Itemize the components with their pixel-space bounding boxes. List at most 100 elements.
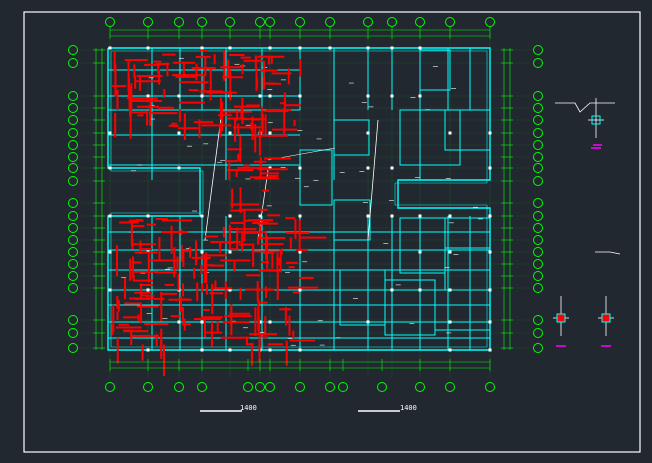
- column: [488, 320, 492, 324]
- grid-bubble-right: [533, 315, 543, 325]
- column: [108, 46, 112, 50]
- column: [268, 166, 272, 170]
- grid-bubble-bottom: [197, 382, 207, 392]
- grid-bubble-top: [485, 17, 495, 27]
- column: [298, 288, 302, 292]
- scale-bar-left: 1400: [200, 404, 257, 412]
- column: [298, 214, 302, 218]
- column: [448, 131, 452, 135]
- column: [366, 131, 370, 135]
- column: [298, 250, 302, 254]
- title-frame: [23, 11, 641, 453]
- grid-bubble-top: [143, 17, 153, 27]
- column: [228, 214, 232, 218]
- grid-bubble-top: [255, 17, 265, 27]
- column: [448, 348, 452, 352]
- column: [298, 94, 302, 98]
- column: [228, 288, 232, 292]
- column: [200, 46, 204, 50]
- column: [268, 348, 272, 352]
- column: [146, 46, 150, 50]
- scale-label-right: 1400: [400, 404, 417, 412]
- column: [418, 288, 422, 292]
- grid-bubble-right: [533, 235, 543, 245]
- grid-bubble-right: [533, 198, 543, 208]
- grid-bubble-bottom: [255, 382, 265, 392]
- grid-bubble-right: [533, 283, 543, 293]
- grid-bubble-top: [105, 17, 115, 27]
- grid-bubble-bottom: [415, 382, 425, 392]
- column: [448, 320, 452, 324]
- grid-bubble-left: [68, 198, 78, 208]
- column: [418, 214, 422, 218]
- detail-section: [556, 313, 566, 323]
- column: [488, 166, 492, 170]
- column: [366, 166, 370, 170]
- corridor-line: [367, 119, 379, 241]
- grid-bubble-right: [533, 45, 543, 55]
- column: [390, 94, 394, 98]
- column: [268, 46, 272, 50]
- column: [366, 94, 370, 98]
- column: [228, 348, 232, 352]
- column: [108, 166, 112, 170]
- grid-bubble-left: [68, 315, 78, 325]
- column: [448, 214, 452, 218]
- grid-bubble-bottom: [485, 382, 495, 392]
- column: [488, 348, 492, 352]
- column: [108, 214, 112, 218]
- column: [200, 348, 204, 352]
- grid-bubble-right: [533, 211, 543, 221]
- grid-bubble-right: [533, 343, 543, 353]
- grid-bubble-left: [68, 328, 78, 338]
- column: [488, 250, 492, 254]
- column: [298, 348, 302, 352]
- grid-bubble-right: [533, 247, 543, 257]
- column: [418, 250, 422, 254]
- grid-bubble-top: [325, 17, 335, 27]
- column: [177, 166, 181, 170]
- grid-bubble-top: [265, 17, 275, 27]
- detail-profile: [595, 251, 621, 255]
- grid-bubble-left: [68, 58, 78, 68]
- grid-bubble-left: [68, 45, 78, 55]
- column: [390, 166, 394, 170]
- grid-bubble-bottom: [105, 382, 115, 392]
- grid-bubble-bottom: [174, 382, 184, 392]
- column: [258, 94, 262, 98]
- grid-bubble-right: [533, 176, 543, 186]
- column: [390, 46, 394, 50]
- column: [228, 46, 232, 50]
- room-outline: [444, 109, 491, 151]
- column: [366, 46, 370, 50]
- column: [418, 46, 422, 50]
- column: [146, 288, 150, 292]
- grid-bubble-top: [445, 17, 455, 27]
- column: [488, 131, 492, 135]
- grid-bubble-left: [68, 283, 78, 293]
- column: [298, 46, 302, 50]
- scale-bar-right: 1400: [358, 404, 417, 412]
- grid-bubble-bottom: [265, 382, 275, 392]
- column: [268, 131, 272, 135]
- column: [448, 288, 452, 292]
- column: [390, 288, 394, 292]
- outer-wall-inner: [110, 50, 488, 348]
- column: [200, 94, 204, 98]
- column: [488, 288, 492, 292]
- column: [177, 320, 181, 324]
- column: [390, 214, 394, 218]
- grid-bubbles: [68, 17, 543, 392]
- grid-bubble-right: [533, 91, 543, 101]
- column: [366, 320, 370, 324]
- column: [228, 250, 232, 254]
- column: [200, 320, 204, 324]
- room-outline: [434, 289, 491, 331]
- grid-bubble-top: [225, 17, 235, 27]
- column: [108, 250, 112, 254]
- column: [258, 320, 262, 324]
- grid-bubble-left: [68, 103, 78, 113]
- column: [488, 214, 492, 218]
- grid-bubble-right: [533, 271, 543, 281]
